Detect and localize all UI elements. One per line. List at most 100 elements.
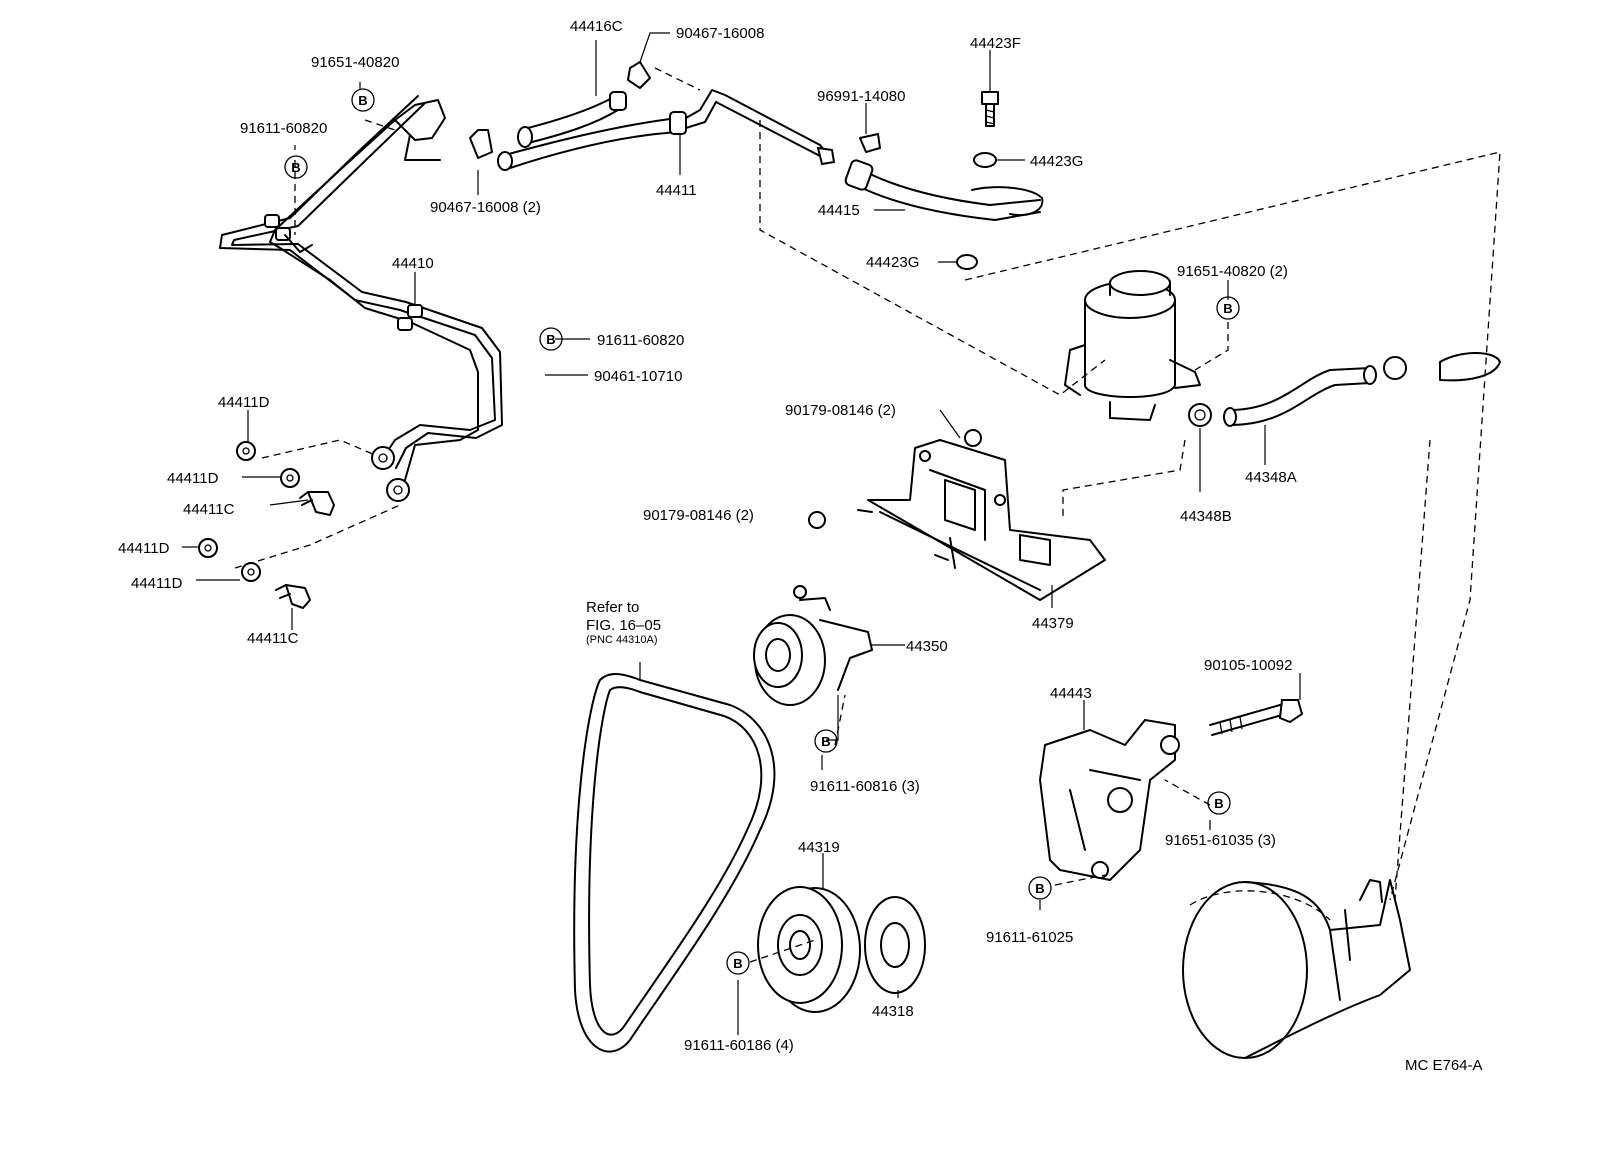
label-44423F: 44423F bbox=[970, 35, 1021, 52]
badge-b: B bbox=[1028, 876, 1052, 900]
label-90467-16008-2: 90467-16008 (2) bbox=[430, 199, 541, 216]
label-91611-60816-3: 91611-60816 (3) bbox=[810, 778, 920, 795]
label-91651-40820: 91651-40820 bbox=[311, 54, 399, 71]
gasket-44411D bbox=[198, 538, 218, 558]
part-labels: 91651-40820 91611-60820 44416C 90467-160… bbox=[118, 18, 1483, 1074]
hose-end bbox=[517, 126, 533, 148]
hose-end bbox=[497, 151, 513, 171]
tube-clamp bbox=[397, 317, 413, 331]
label-44348B: 44348B bbox=[1180, 508, 1232, 525]
label-refer-to: Refer to bbox=[586, 599, 639, 616]
label-44423G-upper: 44423G bbox=[1030, 153, 1083, 170]
label-44411C-2: 44411C bbox=[247, 630, 299, 647]
label-44423G-lower: 44423G bbox=[866, 254, 919, 271]
tube-clamp bbox=[264, 214, 280, 228]
hose-clip bbox=[627, 61, 651, 89]
badge-b: B bbox=[539, 327, 563, 351]
tube-nut bbox=[816, 146, 836, 166]
svg-text:B: B bbox=[546, 332, 555, 347]
reservoir-tank bbox=[1064, 270, 1201, 421]
label-90461-10710: 90461-10710 bbox=[594, 368, 682, 385]
hose-clamp bbox=[844, 159, 874, 191]
union-bolt-44411C bbox=[285, 584, 311, 609]
hose-clamp bbox=[1383, 356, 1407, 380]
label-44319: 44319 bbox=[798, 839, 840, 856]
label-91651-40820-2: 91651-40820 (2) bbox=[1177, 263, 1288, 280]
hose-clamp bbox=[609, 91, 627, 111]
union-fitting bbox=[371, 446, 395, 470]
assembly-lines bbox=[294, 67, 1501, 963]
gasket-44411D bbox=[236, 441, 256, 461]
gasket-44411D bbox=[241, 562, 261, 582]
idler-pulley-44350 bbox=[753, 585, 873, 706]
v-belt bbox=[573, 673, 776, 1053]
badges: B B B B B B B B bbox=[284, 88, 1240, 975]
leader-lines bbox=[182, 32, 1301, 1035]
tube-bracket bbox=[394, 99, 446, 141]
label-44415: 44415 bbox=[818, 202, 860, 219]
label-96991-14080: 96991-14080 bbox=[817, 88, 905, 105]
union-fitting bbox=[386, 478, 410, 502]
badge-b: B bbox=[351, 88, 375, 112]
svg-text:B: B bbox=[1035, 881, 1044, 896]
hose-44348A bbox=[1188, 352, 1501, 427]
label-44411D-2: 44411D bbox=[167, 470, 219, 487]
label-90179-08146-2-upper: 90179-08146 (2) bbox=[785, 402, 896, 419]
badge-b: B bbox=[1216, 296, 1240, 320]
svg-text:B: B bbox=[821, 734, 830, 749]
badge-b: B bbox=[1207, 791, 1231, 815]
label-90467-16008: 90467-16008 bbox=[676, 25, 764, 42]
label-44411: 44411 bbox=[656, 182, 697, 199]
bolt-44423F bbox=[956, 91, 999, 270]
badge-b: B bbox=[726, 951, 750, 975]
svg-text:B: B bbox=[1223, 301, 1232, 316]
svg-text:B: B bbox=[733, 956, 742, 971]
clamp-44348B bbox=[1188, 403, 1212, 427]
label-44410: 44410 bbox=[392, 255, 434, 272]
label-90179-08146-2-lower: 90179-08146 (2) bbox=[643, 507, 754, 524]
hose-clip bbox=[469, 129, 493, 159]
pump-bracket-44443 bbox=[1039, 719, 1180, 881]
nut-90179-08146 bbox=[808, 511, 826, 529]
crank-pulley-44319 bbox=[757, 886, 926, 1013]
label-pnc-44310a: (PNC 44310A) bbox=[586, 634, 658, 646]
power-steering-pump bbox=[1182, 879, 1411, 1059]
label-91611-61025: 91611-61025 bbox=[986, 929, 1073, 946]
gasket-44423G bbox=[973, 152, 997, 168]
label-fig-16-05: FIG. 16–05 bbox=[586, 617, 661, 634]
bolt-90105-10092 bbox=[1209, 699, 1304, 736]
hoses-top bbox=[469, 61, 836, 171]
label-91611-60186-4: 91611-60186 (4) bbox=[684, 1037, 794, 1054]
label-44411D-1: 44411D bbox=[218, 394, 270, 411]
label-91611-60820-mid: 91611-60820 bbox=[597, 332, 684, 349]
bracket-44379 bbox=[808, 429, 1106, 601]
svg-text:B: B bbox=[1214, 796, 1223, 811]
diagram-code: MC E764-A bbox=[1405, 1057, 1483, 1074]
label-44350: 44350 bbox=[906, 638, 948, 655]
label-44411C-1: 44411C bbox=[183, 501, 235, 518]
return-hose-44415 bbox=[844, 133, 1044, 221]
label-91651-61035-3: 91651-61035 (3) bbox=[1165, 832, 1276, 849]
union-bolts-44411 bbox=[198, 439, 401, 609]
clip-96991-14080 bbox=[859, 133, 881, 153]
tube-clamp bbox=[407, 304, 423, 318]
label-44411D-3: 44411D bbox=[118, 540, 170, 557]
gasket-44411D bbox=[280, 468, 300, 488]
label-44348A: 44348A bbox=[1245, 469, 1297, 486]
hose-clamp bbox=[669, 111, 687, 135]
label-91611-60820: 91611-60820 bbox=[240, 120, 327, 137]
pressure-tube-44410 bbox=[219, 95, 503, 502]
badge-b: B bbox=[814, 729, 838, 753]
label-44379: 44379 bbox=[1032, 615, 1074, 632]
label-44318: 44318 bbox=[872, 1003, 914, 1020]
gasket-44423G bbox=[956, 254, 978, 270]
svg-text:B: B bbox=[291, 160, 300, 175]
label-44416C: 44416C bbox=[570, 18, 623, 35]
hose-connector bbox=[1439, 352, 1501, 382]
svg-text:B: B bbox=[358, 93, 367, 108]
plate-44318 bbox=[864, 896, 926, 994]
union-bolt-44411C bbox=[307, 491, 335, 516]
label-44411D-4: 44411D bbox=[131, 575, 183, 592]
label-90105-10092: 90105-10092 bbox=[1204, 657, 1292, 674]
